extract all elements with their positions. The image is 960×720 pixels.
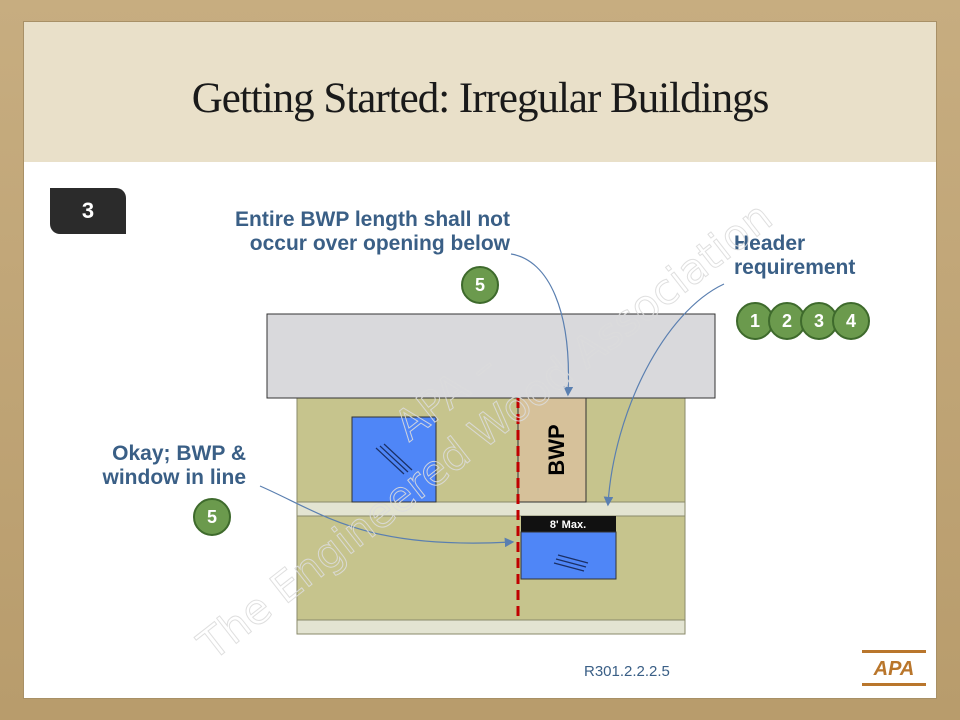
header-max-bar [521, 516, 616, 532]
callout-window-line-1: Okay; BWP & [112, 442, 246, 465]
roof-overhang [266, 313, 716, 399]
callout-header-line-2: requirement [734, 256, 856, 279]
callout-bwp-length: Entire BWP length shall not occur over o… [134, 208, 510, 256]
lower-window-glare-icon [553, 554, 589, 572]
callout-bwp-length-line-2: occur over opening below [249, 232, 510, 255]
callout-window-line-2: window in line [102, 466, 247, 489]
building-diagram: BWP 8' Max. APA – The Engineered Wood As… [188, 191, 782, 670]
callout-bwp-length-line-1: Entire BWP length shall not [235, 208, 510, 231]
bwp-panel [517, 397, 587, 503]
slide-title: Getting Started: Irregular Buildings [191, 75, 770, 122]
leader-arrow-bwp-length [510, 253, 574, 397]
slide: Getting Started: Irregular Buildings 3 E… [24, 22, 936, 698]
callout-window-in-line: Okay; BWP & window in line [46, 442, 247, 490]
code-reference: R301.2.2.2.5 [584, 663, 670, 680]
leader-arrow-header [603, 283, 725, 507]
title-band [24, 22, 936, 162]
foundation-band [296, 619, 686, 635]
bwp-panel-label: BWP [544, 424, 569, 475]
leader-arrow-window-in-line [259, 485, 515, 548]
lower-window [520, 531, 617, 580]
badge-header-4: 4 [832, 302, 870, 340]
apa-logo-text: APA [873, 658, 915, 680]
badge-window-in-line: 5 [193, 498, 231, 536]
step-number-tab: 3 [50, 188, 126, 234]
upper-window-glare-icon [375, 443, 413, 475]
apa-logo: APA [862, 650, 926, 686]
badge-header-2: 2 [768, 302, 806, 340]
header-max-label: 8' Max. [550, 519, 586, 531]
callout-header-line-1: Header [734, 232, 806, 255]
callout-header-requirement: Header requirement [734, 232, 934, 280]
badge-bwp-length: 5 [461, 266, 499, 304]
